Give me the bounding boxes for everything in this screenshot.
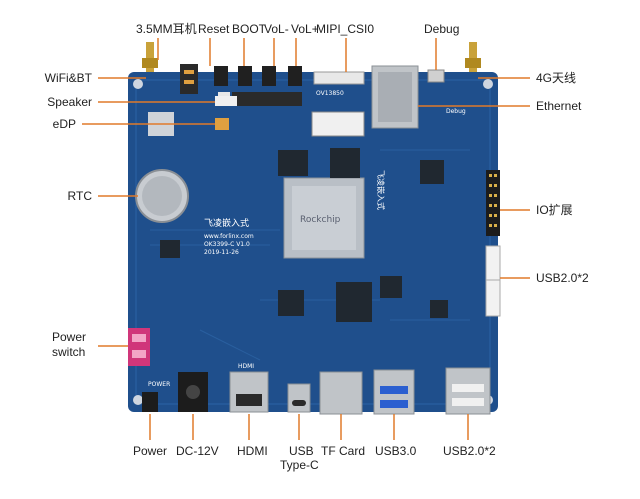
label-power: Power xyxy=(133,444,168,458)
earphone-jack xyxy=(180,64,198,94)
label-boot: BOOT xyxy=(232,22,267,36)
label-reset: Reset xyxy=(198,22,230,36)
label-vol-down: VoL- xyxy=(264,22,289,36)
label-ethernet: Ethernet xyxy=(536,99,582,113)
camera-label: OV13850 xyxy=(316,90,344,97)
label-rtc: RTC xyxy=(67,189,92,203)
label-vol-up: VoL+ xyxy=(291,22,319,36)
reset-button xyxy=(214,66,228,86)
label-power-switch-2: switch xyxy=(52,345,86,359)
debug-port xyxy=(427,69,445,83)
vol-down-button xyxy=(262,66,276,86)
label-mipi: MIPI_CSI0 xyxy=(316,22,375,36)
label-dc: DC-12V xyxy=(176,444,219,458)
power-button xyxy=(142,392,158,412)
soc-label: Rockchip xyxy=(300,215,341,225)
label-wifi: WiFi&BT xyxy=(44,71,92,85)
board-model: OK3399-C V1.0 xyxy=(204,241,250,248)
power-switch xyxy=(128,328,150,366)
label-io: IO扩展 xyxy=(536,203,573,217)
label-usb20-bottom: USB2.0*2 xyxy=(443,444,496,458)
silk-debug: Debug xyxy=(446,108,466,115)
label-usb-typec-1: USB xyxy=(289,444,314,458)
label-debug: Debug xyxy=(424,22,460,36)
label-usb30: USB3.0 xyxy=(375,444,417,458)
label-tf: TF Card xyxy=(321,444,366,458)
silk-power: POWER xyxy=(148,381,170,388)
silk-hdmi: HDMI xyxy=(238,363,254,370)
label-4g: 4G天线 xyxy=(536,71,577,85)
side-brand: 飞凌嵌入式 xyxy=(376,170,386,210)
label-hdmi: HDMI xyxy=(237,444,268,458)
board-website: www.forlinx.com xyxy=(204,233,254,240)
usb20-right-connector xyxy=(485,245,501,317)
label-earphone: 3.5MM耳机 xyxy=(136,22,197,36)
label-usb20-right: USB2.0*2 xyxy=(536,271,589,285)
io-header xyxy=(486,170,500,236)
boot-button xyxy=(238,66,252,86)
edp-connector xyxy=(311,111,365,137)
label-speaker: Speaker xyxy=(47,95,92,109)
speaker-connector xyxy=(215,96,237,106)
label-power-switch-1: Power xyxy=(52,330,87,344)
label-edp: eDP xyxy=(52,117,76,131)
leader-lines xyxy=(82,38,530,440)
tf-card-slot xyxy=(319,371,363,415)
usb-typec-port xyxy=(287,383,311,413)
mipi-connector xyxy=(313,71,365,85)
board-brand: 飞凌嵌入式 xyxy=(204,217,249,229)
vol-up-button xyxy=(288,66,302,86)
label-usb-typec-2: Type-C xyxy=(280,458,319,472)
board-date: 2019-11-26 xyxy=(204,249,239,256)
